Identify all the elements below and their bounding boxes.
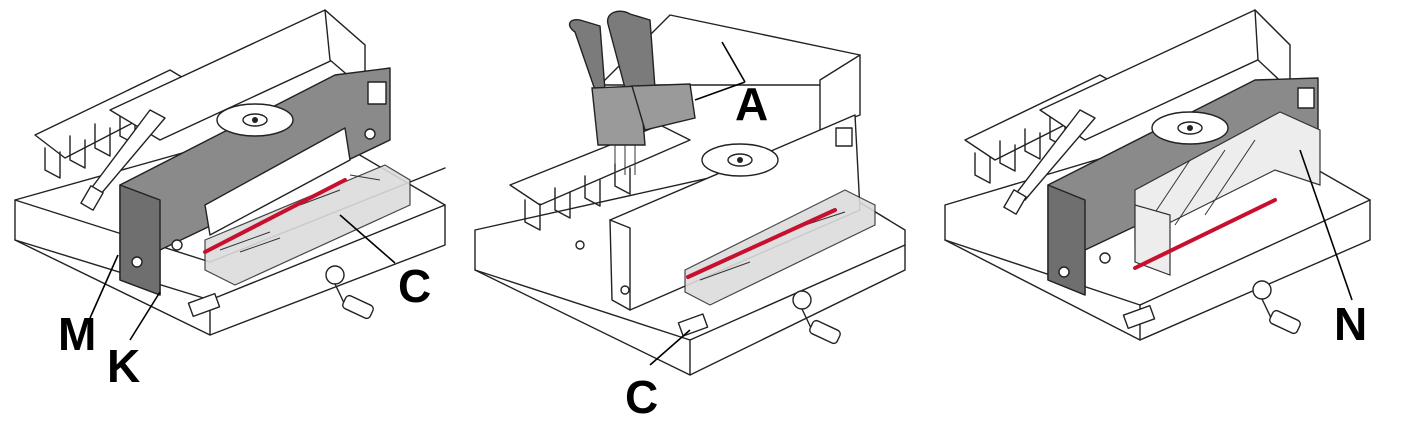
right-raised-guard (1134, 111, 1321, 276)
left-handwheel[interactable] (216, 103, 294, 137)
pointer-middle-a-1 (721, 41, 746, 83)
pointer-left-m (89, 254, 119, 319)
left-lever-arm[interactable] (80, 109, 166, 211)
callout-left-k: K (107, 340, 140, 392)
panel-middle-guillotine: A C (474, 10, 906, 423)
pointer-left-c (339, 214, 396, 264)
middle-cutting-line (686, 208, 837, 279)
pointer-left-k (129, 291, 161, 341)
middle-table-label-plate (677, 313, 709, 337)
middle-crank-handle[interactable] (792, 290, 842, 345)
left-crank-handle[interactable] (325, 265, 375, 320)
right-crank-handle[interactable] (1252, 280, 1302, 335)
protective-gloves (568, 10, 696, 175)
panel-left-guillotine: M K C (14, 9, 446, 392)
callout-right-n: N (1334, 298, 1367, 350)
middle-housing (575, 114, 861, 311)
pointer-right-n (1299, 149, 1353, 301)
left-safety-guard (204, 164, 411, 286)
callout-left-c: C (398, 260, 431, 312)
panel-right-guillotine: N (944, 9, 1371, 350)
callout-left-m: M (58, 308, 96, 360)
right-cutting-line (1133, 198, 1277, 270)
right-table-label-plate (1122, 304, 1156, 330)
middle-handwheel[interactable] (701, 143, 779, 177)
left-blade-housing (119, 67, 391, 296)
right-lever-arm[interactable] (1003, 109, 1096, 215)
left-table-label-plate (187, 292, 221, 318)
right-handwheel[interactable] (1151, 111, 1229, 145)
pointer-middle-a-2 (694, 81, 746, 101)
pointer-middle-c (649, 329, 691, 366)
left-cutting-line (203, 178, 347, 254)
callout-middle-c: C (625, 371, 658, 423)
middle-top-frame (599, 14, 861, 131)
callout-middle-a: A (735, 78, 768, 130)
middle-safety-guard (684, 189, 876, 306)
